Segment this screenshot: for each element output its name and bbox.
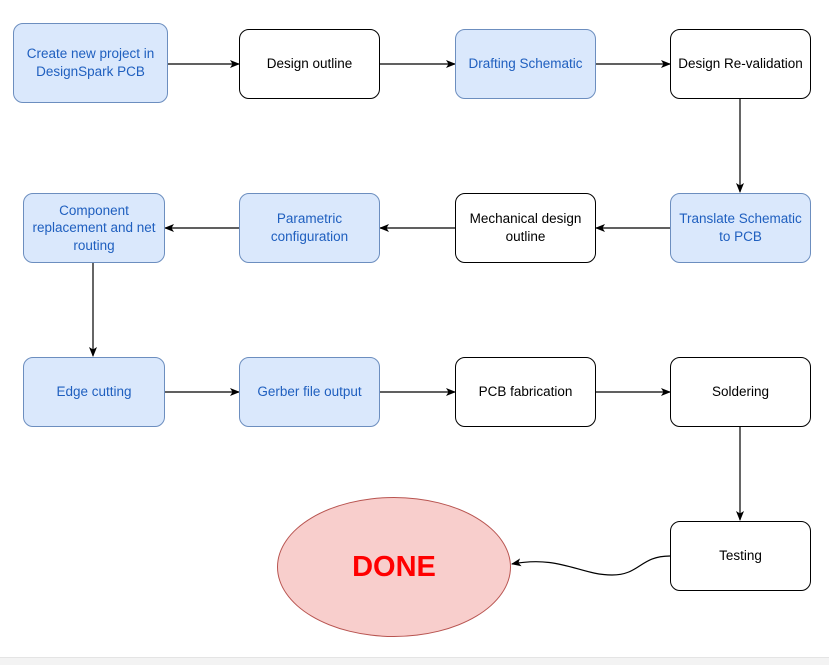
- node-create-project[interactable]: Create new project in DesignSpark PCB: [13, 23, 168, 103]
- bottom-edge-strip: [0, 657, 829, 665]
- node-drafting-schematic[interactable]: Drafting Schematic: [455, 29, 596, 99]
- node-edge-cutting[interactable]: Edge cutting: [23, 357, 165, 427]
- node-component-replacement-label: Component replacement and net routing: [32, 202, 156, 253]
- node-drafting-schematic-label: Drafting Schematic: [468, 56, 583, 72]
- node-soldering-label: Soldering: [711, 384, 770, 400]
- node-mechanical-design-outline[interactable]: Mechanical design outline: [455, 193, 596, 263]
- node-testing-label: Testing: [719, 548, 762, 564]
- node-translate-schematic-label: Translate Schematic to PCB: [679, 211, 802, 244]
- node-gerber-file-output-label: Gerber file output: [257, 384, 362, 400]
- node-gerber-file-output[interactable]: Gerber file output: [239, 357, 380, 427]
- node-done[interactable]: DONE: [277, 497, 511, 637]
- node-component-replacement[interactable]: Component replacement and net routing: [23, 193, 165, 263]
- node-done-label: DONE: [352, 550, 436, 583]
- node-create-project-label: Create new project in DesignSpark PCB: [26, 46, 155, 79]
- node-parametric-configuration-label: Parametric configuration: [270, 211, 349, 244]
- node-pcb-fabrication[interactable]: PCB fabrication: [455, 357, 596, 427]
- node-parametric-configuration[interactable]: Parametric configuration: [239, 193, 380, 263]
- edge-testing-to-done: [511, 555, 671, 576]
- node-design-revalidation[interactable]: Design Re-validation: [670, 29, 811, 99]
- node-design-outline[interactable]: Design outline: [239, 29, 380, 99]
- node-testing[interactable]: Testing: [670, 521, 811, 591]
- node-design-outline-label: Design outline: [266, 56, 353, 72]
- node-design-revalidation-label: Design Re-validation: [678, 56, 803, 72]
- node-translate-schematic[interactable]: Translate Schematic to PCB: [670, 193, 811, 263]
- node-mechanical-design-outline-label: Mechanical design outline: [469, 211, 582, 244]
- node-soldering[interactable]: Soldering: [670, 357, 811, 427]
- node-pcb-fabrication-label: PCB fabrication: [478, 384, 573, 400]
- node-edge-cutting-label: Edge cutting: [56, 384, 132, 400]
